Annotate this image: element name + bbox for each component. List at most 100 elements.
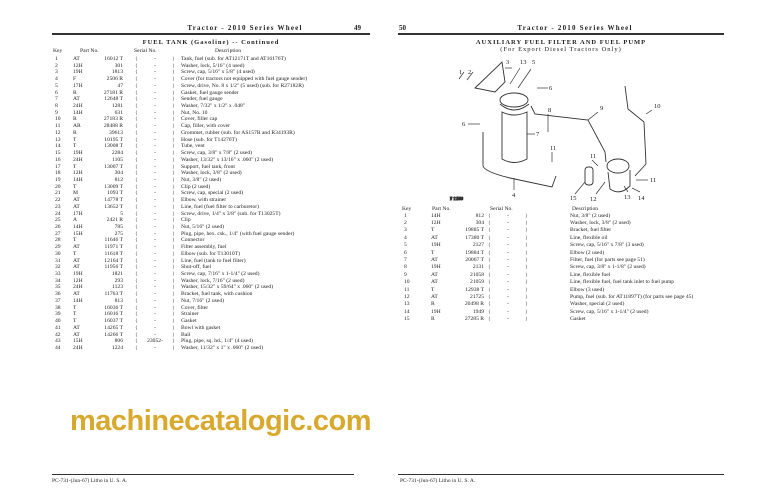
key-cell: 43	[55, 338, 61, 345]
description-cell: Line, fuel (tank to fuel filter)	[181, 257, 246, 264]
serial-cell: -	[154, 109, 156, 116]
key-cell: 32	[55, 264, 61, 271]
part-number-cell: 1093 T	[107, 190, 123, 197]
part-prefix-cell: AT	[431, 293, 438, 300]
serial-cell: -	[154, 197, 156, 204]
key-cell: 2	[404, 219, 407, 226]
part-number-cell: 11763 T	[104, 291, 124, 298]
close-brace: }	[525, 316, 528, 323]
part-number-cell: 1949	[472, 308, 484, 315]
part-number-cell: 10195 T	[104, 136, 123, 143]
description-cell: Washer, lock, 7/16" (2 used)	[181, 277, 245, 284]
key-cell: 30	[55, 250, 61, 257]
description-cell: Nut, 3/8" (2 used)	[570, 212, 611, 219]
open-brace: {	[488, 256, 491, 263]
open-brace: {	[135, 338, 138, 345]
serial-cell: -	[154, 244, 156, 251]
open-brace: {	[488, 271, 491, 278]
callout-label: 15	[570, 195, 577, 202]
description-cell: Pump, fuel (sub. for AT11897T) (for part…	[570, 293, 694, 300]
description-cell: Nut, 3/8" (2 used)	[181, 176, 222, 183]
description-cell: Line, flexible fuel	[570, 271, 611, 278]
close-brace: }	[172, 271, 175, 278]
description-cell: Screw, cap, 3/8" x 7/8" (2 used)	[181, 150, 253, 157]
description-cell: Bracket, fuel filter	[570, 227, 612, 234]
open-brace: {	[135, 136, 138, 143]
callout-label: 13	[520, 59, 527, 66]
serial-cell: -	[154, 156, 156, 163]
serial-cell: -	[507, 212, 509, 219]
open-brace: {	[135, 170, 138, 177]
key-cell: 33	[55, 271, 61, 278]
part-number-cell: 1123	[112, 284, 123, 291]
open-brace: {	[135, 176, 138, 183]
open-brace: {	[135, 237, 138, 244]
part-prefix-cell: 12H	[73, 277, 83, 284]
part-number-cell: 21725	[470, 293, 484, 300]
left-col-part: Part No.	[80, 48, 99, 54]
part-number-cell: 14265 T	[104, 324, 123, 331]
part-prefix-cell: R	[431, 316, 435, 323]
part-prefix-cell: AT	[73, 96, 80, 103]
figure-id: F 11599	[450, 196, 463, 201]
serial-cell: -	[154, 284, 156, 291]
part-number-cell: 20498 R	[464, 301, 484, 308]
close-brace: }	[172, 123, 175, 130]
key-cell: 18	[55, 170, 61, 177]
part-number-cell: 13009 T	[104, 183, 123, 190]
key-cell: 31	[55, 257, 61, 264]
callout-label: 6	[462, 121, 466, 128]
part-prefix-cell: AT	[73, 324, 80, 331]
description-cell: Plug, pipe, hex. csk., 1/4" (with fuel g…	[181, 230, 295, 237]
part-prefix-cell: A	[73, 217, 78, 224]
part-prefix-cell: T	[73, 183, 77, 190]
callout-label: 4	[512, 192, 516, 199]
serial-cell: -	[154, 176, 156, 183]
key-cell: 27	[55, 230, 61, 237]
part-number-cell: 1281	[111, 103, 123, 110]
close-brace: }	[172, 284, 175, 291]
serial-cell: -	[154, 271, 156, 278]
close-brace: }	[172, 129, 175, 136]
close-brace: }	[172, 224, 175, 230]
part-number-cell: 16036 T	[104, 304, 123, 311]
part-number-cell: 5	[120, 210, 123, 217]
part-prefix-cell: R	[431, 301, 435, 308]
part-prefix-cell: 19H	[73, 69, 83, 76]
part-number-cell: 19885 T	[465, 227, 484, 234]
open-brace: {	[135, 210, 138, 217]
part-number-cell: 17380 T	[465, 234, 484, 241]
open-brace: {	[135, 143, 138, 150]
part-prefix-cell: F	[73, 76, 77, 83]
part-number-cell: 11971 T	[104, 244, 124, 251]
description-cell: Line, flexible oil	[570, 234, 608, 241]
part-number-cell: 12164 T	[104, 257, 123, 264]
open-brace: {	[135, 129, 138, 136]
key-cell: 8	[404, 264, 407, 271]
close-brace: }	[525, 286, 528, 293]
serial-cell: -	[154, 291, 156, 298]
callout-label: 14	[638, 195, 645, 202]
part-prefix-cell: 19H	[431, 242, 441, 249]
serial-cell: -	[154, 217, 156, 224]
part-prefix-cell: T	[73, 318, 77, 325]
close-brace: }	[172, 277, 175, 284]
close-brace: }	[172, 176, 175, 183]
part-prefix-cell: T	[431, 286, 435, 293]
serial-cell: -	[154, 96, 156, 103]
part-number-cell: 11618 T	[104, 250, 124, 257]
open-brace: {	[135, 244, 138, 251]
right-section-subtitle: (For Export Diesel Tractors Only)	[500, 46, 622, 53]
callout-label: 8	[548, 107, 551, 114]
key-cell: 42	[55, 331, 61, 338]
serial-cell: -	[507, 249, 509, 256]
key-cell: 34	[55, 277, 61, 284]
key-cell: 15	[55, 150, 61, 157]
part-prefix-cell: T	[73, 304, 77, 311]
